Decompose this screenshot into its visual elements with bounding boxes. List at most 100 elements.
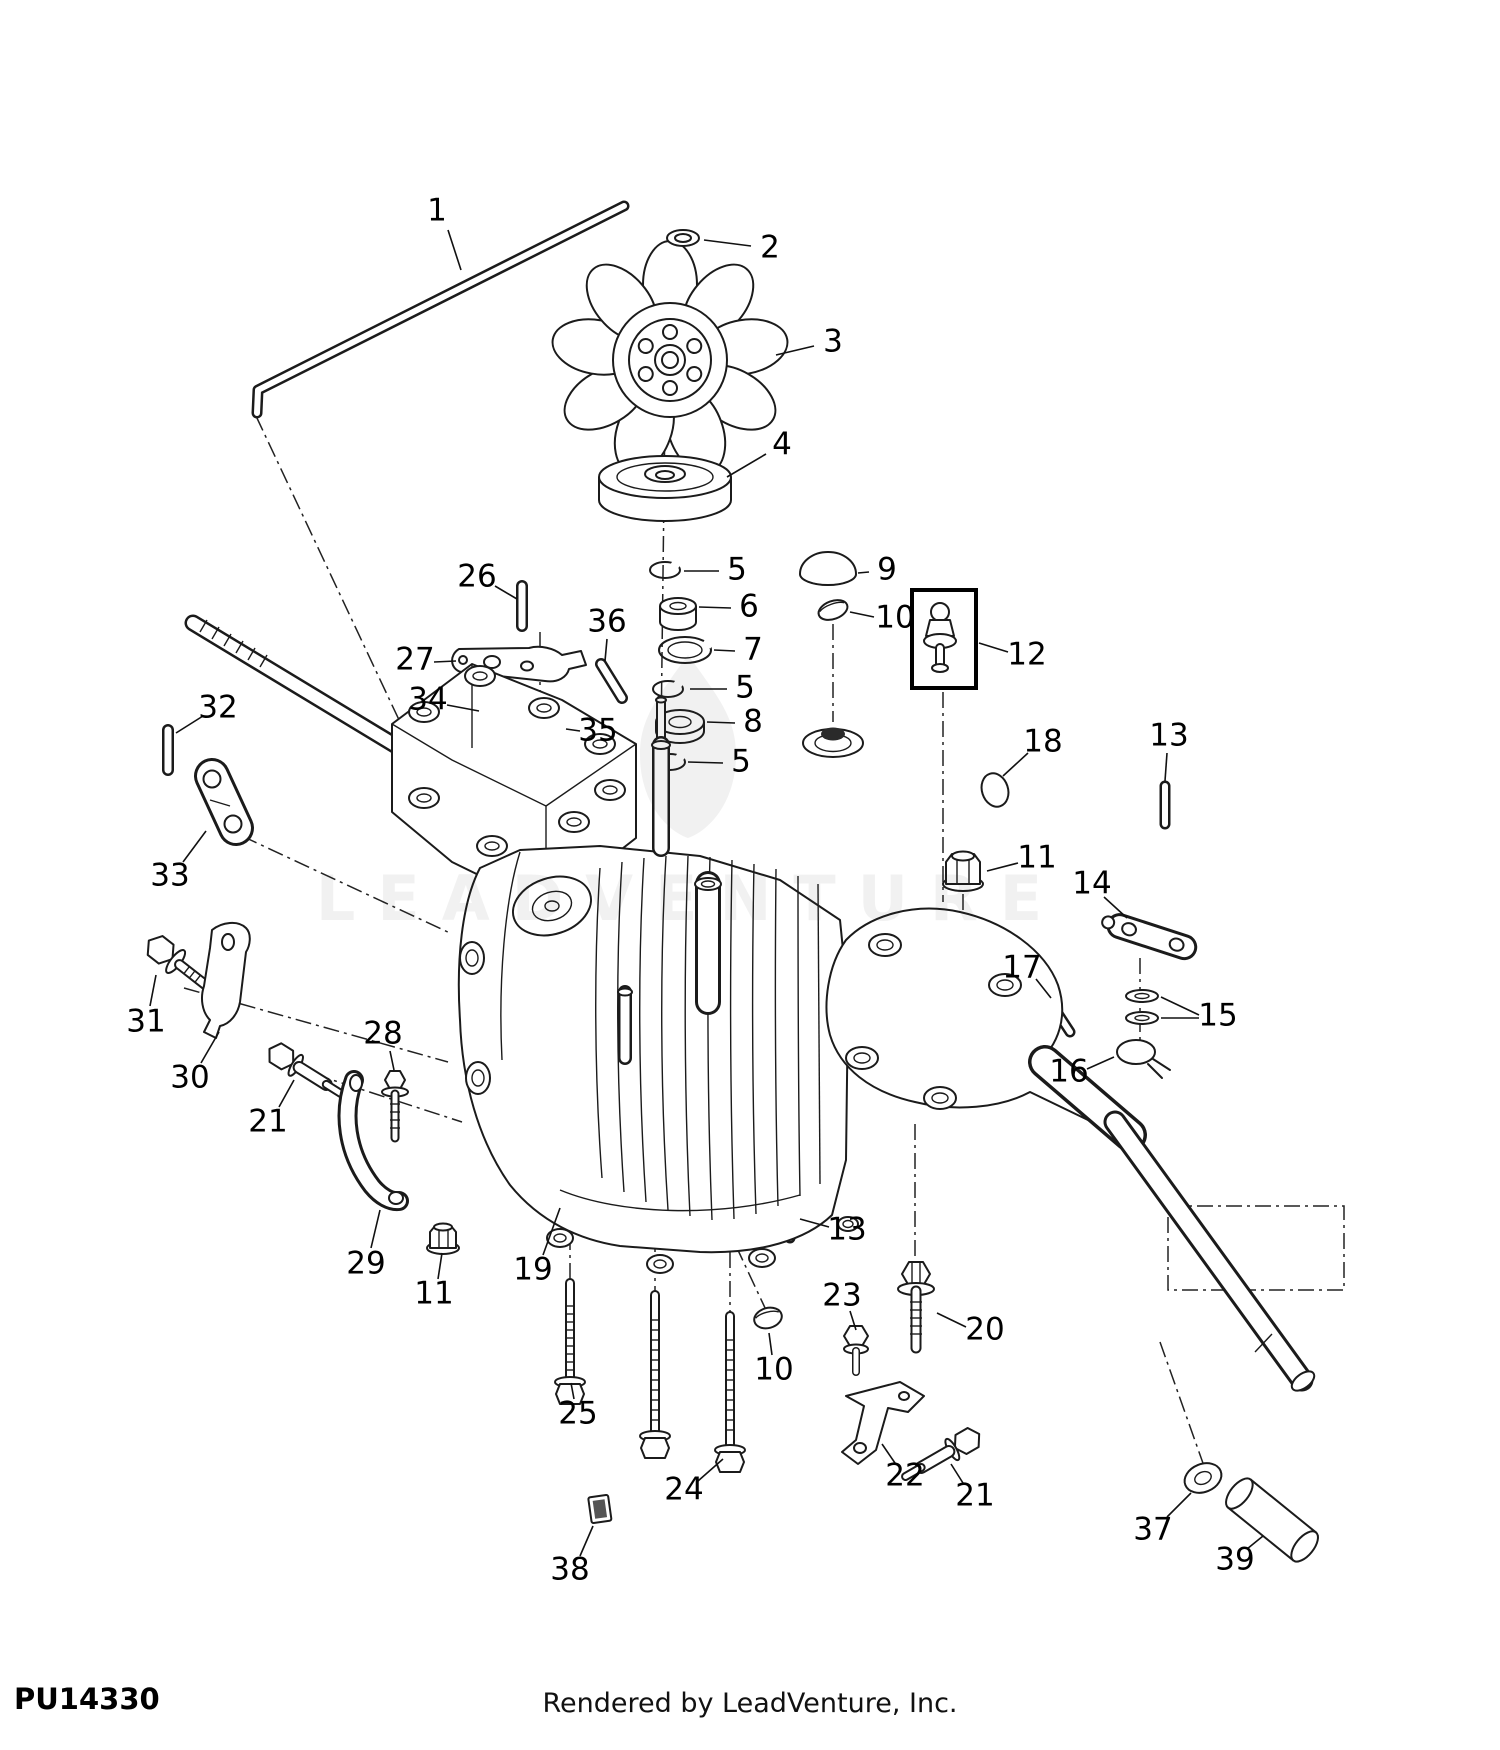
- leader-line-21: [278, 1079, 295, 1108]
- leader-line-1: [447, 229, 462, 271]
- callout-1: 1: [427, 193, 447, 229]
- part-retaining-ring: [658, 636, 714, 664]
- part-bolt-31: [146, 935, 212, 991]
- leader-line-39: [1246, 1535, 1264, 1550]
- leader-line-6: [698, 606, 732, 609]
- callout-27: 27: [395, 642, 434, 678]
- part-nut-top: [666, 229, 700, 247]
- callout-30: 30: [170, 1060, 209, 1096]
- part-bolt-24b: [714, 1311, 746, 1473]
- watermark-logo: [640, 655, 736, 838]
- leader-line-35: [565, 728, 581, 732]
- leader-line-23: [849, 1310, 857, 1331]
- callout-7: 7: [743, 632, 763, 668]
- callout-34: 34: [408, 682, 447, 718]
- part-cap: [799, 551, 857, 586]
- callout-20: 20: [965, 1312, 1004, 1348]
- callout-13: 13: [1149, 718, 1188, 754]
- leader-line-29: [370, 1209, 381, 1249]
- part-link-33: [194, 758, 254, 846]
- part-control-rod: [251, 200, 630, 419]
- part-bolt-20: [897, 1261, 935, 1354]
- callout-29: 29: [346, 1246, 385, 1282]
- leader-line-4: [726, 453, 767, 478]
- part-bolt-21b: [901, 1426, 981, 1482]
- callout-8: 8: [743, 704, 763, 740]
- leader-line-5: [687, 761, 724, 764]
- part-spacer: [659, 597, 697, 631]
- leader-line-2: [703, 239, 752, 247]
- leader-line-25: [570, 1382, 575, 1400]
- callout-39: 39: [1215, 1542, 1254, 1578]
- callout-24: 24: [664, 1472, 703, 1508]
- part-tube-39: [1225, 1477, 1319, 1563]
- callout-9: 9: [877, 552, 897, 588]
- callout-11: 11: [414, 1276, 453, 1312]
- part-snap-ring-a: [649, 559, 681, 579]
- leader-line-10: [768, 1332, 773, 1356]
- callout-3: 3: [823, 324, 843, 360]
- leader-line-37: [1166, 1492, 1192, 1518]
- part-oring-18: [980, 772, 1010, 808]
- part-pin-36: [595, 658, 628, 704]
- callout-12: 12: [1007, 637, 1046, 673]
- leader-line-18: [1002, 752, 1029, 777]
- leader-line-11: [986, 862, 1019, 872]
- footer-credit: Rendered by LeadVenture, Inc.: [542, 1688, 958, 1719]
- leader-line-13: [1164, 752, 1168, 782]
- callout-25: 25: [558, 1396, 597, 1432]
- callout-31: 31: [126, 1004, 165, 1040]
- leader-line-13: [799, 1218, 830, 1228]
- callout-21: 21: [955, 1478, 994, 1514]
- callout-14: 14: [1072, 866, 1111, 902]
- callout-16: 16: [1049, 1054, 1088, 1090]
- leader-line-21: [950, 1463, 964, 1484]
- leader-line-31: [149, 974, 157, 1007]
- leader-line-16: [1086, 1056, 1115, 1070]
- leader-line-17: [1035, 978, 1052, 999]
- document-code: PU14330: [14, 1682, 160, 1716]
- part-nut-11b: [426, 1222, 460, 1255]
- part-lever-14: [1101, 913, 1198, 961]
- callout-13: 13: [827, 1212, 866, 1248]
- part-snap-ring-b: [652, 678, 684, 698]
- callout-18: 18: [1023, 724, 1062, 760]
- callout-37: 37: [1133, 1512, 1172, 1548]
- leader-line-26: [494, 585, 518, 600]
- leader-line-22: [881, 1443, 896, 1464]
- part-washer-37: [1183, 1462, 1223, 1494]
- leader-line-28: [389, 1050, 395, 1071]
- callout-6: 6: [739, 589, 759, 625]
- part-pulley: [598, 455, 732, 522]
- part-transaxle-housing: [391, 663, 1316, 1392]
- part-clip-38: [587, 1494, 613, 1525]
- leader-line-11: [437, 1252, 443, 1280]
- part-bolt-25: [554, 1278, 586, 1405]
- part-bolt-21a: [268, 1042, 347, 1099]
- callout-11: 11: [1017, 840, 1056, 876]
- leader-line-3: [775, 345, 815, 356]
- part-plug-a: [817, 599, 849, 621]
- leader-line-32: [175, 715, 204, 734]
- leader-line-24: [697, 1458, 724, 1482]
- leader-line-7: [713, 649, 736, 652]
- leader-line-36: [604, 638, 608, 662]
- callout-23: 23: [822, 1278, 861, 1314]
- part-breather-boxed: [910, 588, 978, 690]
- leader-line-14: [1103, 896, 1128, 919]
- part-nut-11a: [942, 850, 984, 892]
- part-bolt-28: [381, 1070, 409, 1143]
- part-bracket-30: [201, 922, 251, 1039]
- part-cooling-fan: [551, 240, 789, 474]
- callout-26: 26: [457, 559, 496, 595]
- leader-line-38: [579, 1525, 594, 1557]
- callout-5: 5: [735, 670, 755, 706]
- part-strap-29: [337, 1070, 409, 1212]
- callout-35: 35: [578, 713, 617, 749]
- callout-33: 33: [150, 858, 189, 894]
- part-washers-15: [1125, 989, 1159, 1025]
- leader-line-20: [936, 1312, 967, 1328]
